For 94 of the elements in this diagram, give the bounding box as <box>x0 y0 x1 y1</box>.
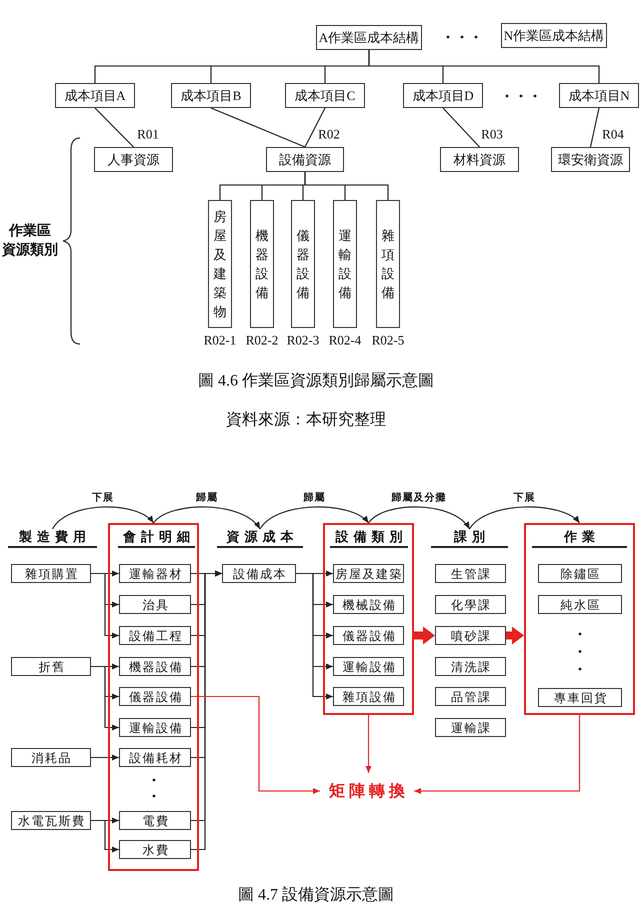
edge-label: 歸屬及分攤 <box>390 492 448 504</box>
side-label: 作業區資源類別 <box>2 222 58 260</box>
column-heading: 製造費用 <box>8 529 97 548</box>
text-box: 設備工程 <box>119 626 191 645</box>
text-box: 雜項購置 <box>11 564 91 583</box>
curved-arrow <box>469 506 580 530</box>
code-label: R04 <box>602 128 624 140</box>
block-arrow <box>506 626 524 644</box>
column-frame <box>108 523 199 871</box>
connector-line <box>304 108 326 148</box>
text-box: 生管課 <box>435 564 506 583</box>
arrow <box>91 666 119 730</box>
column-heading: 作業 <box>532 529 627 548</box>
column-heading: 會計明細 <box>118 529 195 548</box>
curved-arrow <box>52 506 154 530</box>
text-box: 房屋及建築 <box>333 564 404 583</box>
text-box: 電費 <box>119 811 191 830</box>
text-box: 純水區 <box>538 595 622 614</box>
node-text: 機器設備 <box>255 227 269 302</box>
node-text: 人事資源 <box>108 153 160 166</box>
arrow <box>91 820 119 852</box>
arrow <box>296 572 333 700</box>
curved-arrow <box>368 506 470 530</box>
text-box: 噴砂課 <box>435 626 506 645</box>
curved-arrow <box>260 506 369 530</box>
code-label: R02-3 <box>286 334 320 346</box>
connector-line <box>368 50 600 83</box>
source-note: 資料來源：本研究整理 <box>226 410 386 430</box>
node-text: 雜項設備 <box>381 227 395 302</box>
code-label: R02 <box>318 128 340 140</box>
column-heading: 設備類別 <box>330 529 408 548</box>
text-box: 水電瓦斯費 <box>11 811 91 830</box>
node-text: 儀器設備 <box>296 227 310 302</box>
text-box: 化學課 <box>435 595 506 614</box>
edge-label: 歸屬 <box>301 492 328 504</box>
text-box: 成本項目N <box>559 83 639 108</box>
connector-line <box>442 108 480 148</box>
column-frame <box>524 523 635 715</box>
edge-label: 下展 <box>90 492 116 504</box>
code-label: R02-2 <box>246 334 278 346</box>
code-label: R03 <box>481 128 503 140</box>
text-box: 水費 <box>119 840 191 859</box>
node-text: 房屋及建築物 <box>213 208 227 321</box>
code-label: R02-5 <box>372 334 404 346</box>
connector-line <box>94 108 134 148</box>
text-box: 運輸設備 <box>119 718 191 737</box>
code-label: R01 <box>137 128 159 140</box>
node-text: 材料資源 <box>454 153 506 166</box>
figure-caption: 圖 4.6 作業區資源類別歸屬示意圖 <box>198 371 434 391</box>
text-box: 雜項設備 <box>333 687 404 706</box>
code-label: R02-1 <box>204 334 236 346</box>
text-box: 運輸設備 <box>333 657 404 676</box>
arrow <box>91 754 119 760</box>
text-box: 運輸器材 <box>119 564 191 583</box>
text-box: 成本項目B <box>171 83 251 108</box>
text-box: 折舊 <box>11 657 91 676</box>
text-box: 機械設備 <box>333 595 404 614</box>
edge-label: 歸屬 <box>194 492 220 504</box>
column-heading: 課別 <box>431 529 508 548</box>
text-box: A作業區成本結構 <box>316 25 422 50</box>
text-box: 品管課 <box>435 687 506 706</box>
connector-line <box>210 108 306 148</box>
text-box: 設備成本 <box>222 564 296 583</box>
text-box: 機器設備 <box>119 657 191 676</box>
arrow <box>414 715 580 794</box>
arrow <box>191 696 320 794</box>
text-box: 儀器設備 <box>119 687 191 706</box>
text-box: 治具 <box>119 595 191 614</box>
text-box: 儀器設備 <box>333 626 404 645</box>
text-box: 成本項目C <box>285 83 365 108</box>
text-box: 設備耗材 <box>119 748 191 767</box>
text-box: 消耗品 <box>11 748 91 767</box>
code-label: R02-4 <box>328 334 362 346</box>
connector-line <box>590 108 600 148</box>
text-box: 成本項目A <box>55 83 135 108</box>
text-box: 清洗課 <box>435 657 506 676</box>
text-box: 除鏽區 <box>538 564 622 583</box>
text-box: 專車回貨 <box>538 688 622 707</box>
arrow <box>91 572 119 638</box>
arrow <box>366 715 372 773</box>
node-text: 環安衛資源 <box>558 153 623 166</box>
edge-label: 下展 <box>512 492 538 504</box>
curved-arrow <box>153 506 260 530</box>
result-text: 矩陣轉換 <box>320 773 414 809</box>
column-heading: 資源成本 <box>217 529 303 548</box>
text-box: N作業區成本結構 <box>501 23 607 48</box>
text-box: 運輸課 <box>435 718 506 737</box>
column-frame <box>323 523 414 715</box>
figure-caption: 圖 4.7 設備資源示意圖 <box>238 885 394 905</box>
connector-line <box>304 172 389 200</box>
text-box: 成本項目D <box>403 83 483 108</box>
node-text: 運輸設備 <box>338 227 352 302</box>
node-text: 設備資源 <box>279 153 331 166</box>
block-arrow <box>414 626 435 644</box>
